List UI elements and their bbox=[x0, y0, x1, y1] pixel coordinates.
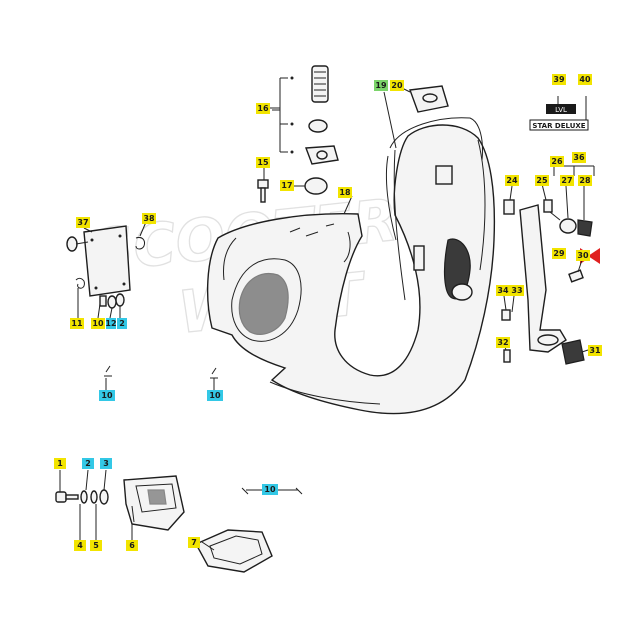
label-32: 32 bbox=[497, 338, 508, 347]
model-plate bbox=[529, 119, 589, 131]
right-side-parts bbox=[501, 96, 600, 365]
label-3-bottom: 3 bbox=[103, 459, 109, 468]
label-25: 25 bbox=[536, 176, 548, 185]
label-4: 4 bbox=[77, 541, 83, 550]
label-11: 10 bbox=[92, 319, 104, 328]
label-37: 37 bbox=[77, 218, 88, 227]
label-1: 1 bbox=[57, 459, 63, 468]
emblem-badge bbox=[546, 104, 576, 114]
label-33: 33 bbox=[511, 286, 522, 295]
label-26: 26 bbox=[551, 157, 563, 166]
trim-strip bbox=[389, 117, 483, 161]
label-12: 11 bbox=[71, 319, 83, 328]
label-15: 15 bbox=[257, 158, 269, 167]
label-10-left: 10 bbox=[101, 391, 113, 400]
label-10-middle: 10 bbox=[209, 391, 221, 400]
label-2-bottom: 2 bbox=[85, 459, 91, 468]
label-6: 6 bbox=[129, 541, 135, 550]
label-18: 18 bbox=[339, 188, 351, 197]
label-7: 7 bbox=[191, 538, 197, 547]
label-28: 28 bbox=[579, 176, 591, 185]
ring-part bbox=[304, 177, 328, 195]
label-38: 38 bbox=[143, 214, 155, 223]
label-16: 16 bbox=[257, 104, 269, 113]
label-39: 39 bbox=[553, 75, 565, 84]
callout-labels: 39 40 19 20 16 15 17 18 37 38 11 10 12 2… bbox=[54, 74, 602, 551]
label-34: 34 bbox=[497, 286, 509, 295]
model-plate-text: STAR DELUXE bbox=[532, 122, 585, 130]
label-29: 29 bbox=[553, 249, 565, 258]
label-40: 40 bbox=[579, 75, 591, 84]
left-side-parts bbox=[66, 225, 218, 379]
label-24: 24 bbox=[506, 176, 518, 185]
frame-body-part bbox=[206, 124, 496, 415]
label-17: 17 bbox=[281, 181, 292, 190]
label-27: 27 bbox=[561, 176, 572, 185]
label-19: 19 bbox=[375, 81, 387, 90]
label-3-top: 2 bbox=[119, 319, 125, 328]
emblem-text: LVL bbox=[555, 106, 567, 114]
label-20: 20 bbox=[391, 81, 403, 90]
label-36: 36 bbox=[573, 153, 585, 162]
steering-seal-assembly bbox=[272, 65, 339, 165]
label-2-top: 12 bbox=[105, 319, 116, 328]
label-30: 30 bbox=[577, 251, 589, 260]
bottom-parts bbox=[55, 475, 303, 573]
label-10-bottom: 10 bbox=[264, 485, 276, 494]
label-31: 31 bbox=[589, 346, 601, 355]
trim-strip-lower bbox=[385, 155, 397, 241]
bolt-part bbox=[257, 179, 269, 203]
label-5: 5 bbox=[93, 541, 99, 550]
